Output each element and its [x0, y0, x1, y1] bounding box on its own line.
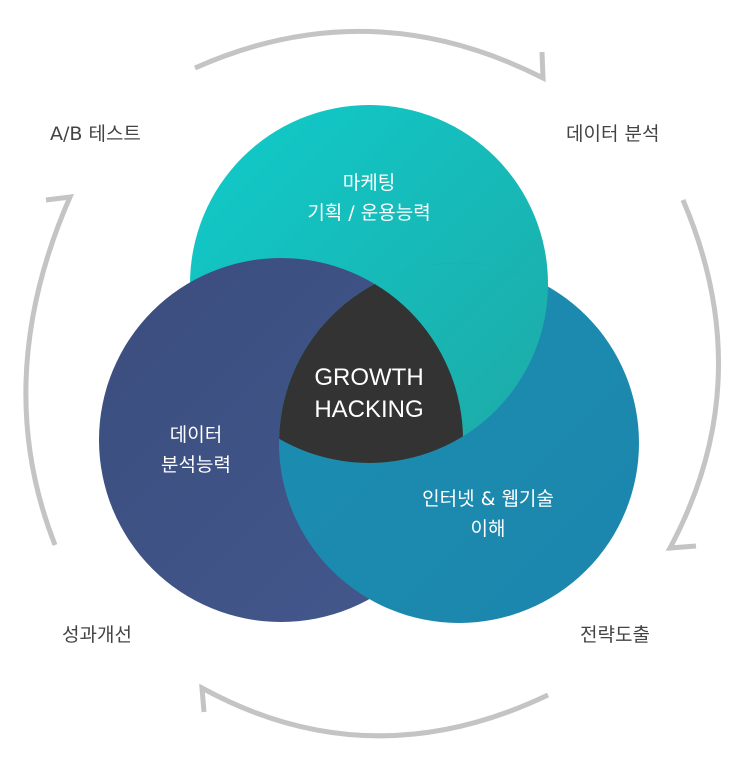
- web-text: 인터넷 & 웹기술 이해: [422, 484, 554, 544]
- arrow-top: [193, 28, 546, 83]
- label-performance: 성과개선: [62, 624, 132, 646]
- marketing-line1: 마케팅: [342, 172, 396, 194]
- cycle-arrows: [23, 28, 721, 739]
- arrow-right: [665, 199, 721, 551]
- center-line1: GROWTH: [314, 364, 424, 391]
- marketing-text: 마케팅 기획 / 운용능력: [307, 168, 430, 228]
- arrow-bottom: [199, 683, 550, 739]
- arrow-left: [23, 193, 75, 546]
- data-text: 데이터 분석능력: [161, 420, 231, 480]
- center-line2: HACKING: [314, 396, 424, 423]
- web-line1: 인터넷 & 웹기술: [422, 488, 554, 510]
- label-ab-test: A/B 테스트: [50, 123, 141, 145]
- web-line2: 이해: [470, 518, 506, 540]
- marketing-line2: 기획 / 운용능력: [307, 202, 431, 224]
- center-text: GROWTH HACKING: [314, 362, 423, 426]
- label-data-analysis: 데이터 분석: [566, 123, 660, 145]
- data-line2: 분석능력: [161, 454, 231, 476]
- data-line1: 데이터: [169, 424, 223, 446]
- label-strategy: 전략도출: [580, 624, 650, 646]
